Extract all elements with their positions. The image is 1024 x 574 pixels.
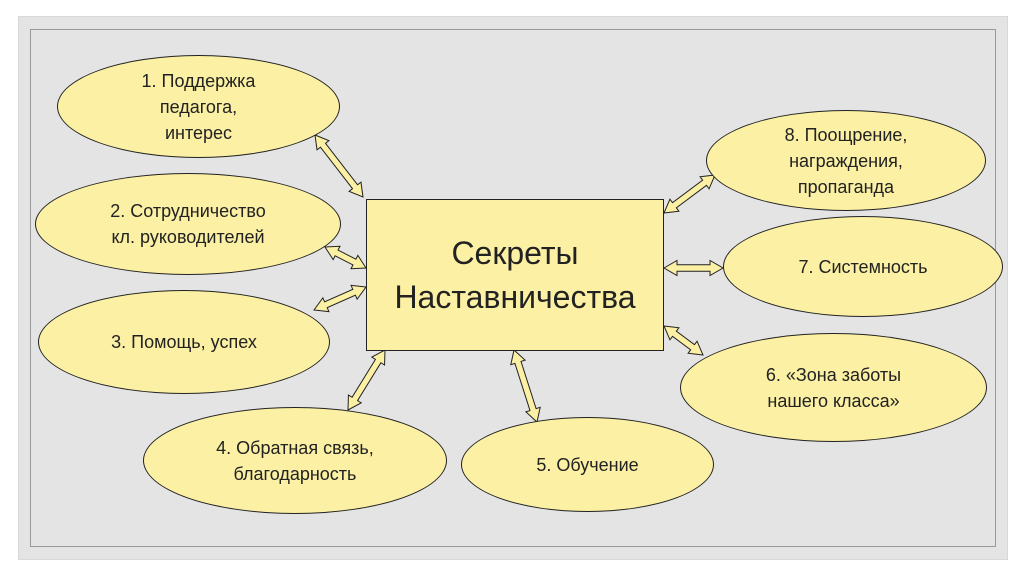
- node-1: 1. Поддержка педагога, интерес: [57, 55, 340, 158]
- node-4: 4. Обратная связь, благодарность: [143, 407, 447, 514]
- node-3: 3. Помощь, успех: [38, 290, 330, 394]
- node-6-label: 6. «Зона заботы нашего класса»: [765, 364, 902, 411]
- center-label: Секреты Наставничества: [394, 235, 636, 315]
- node-2: 2. Сотрудничество кл. руководителей: [35, 173, 341, 275]
- node-1-label: 1. Поддержка педагога, интерес: [141, 70, 256, 143]
- node-8: 8. Поощрение, награждения, пропаганда: [706, 110, 986, 211]
- slide-inner-border: [30, 29, 996, 547]
- node-7-label: 7. Системность: [798, 256, 928, 277]
- node-3-label: 3. Помощь, успех: [111, 332, 257, 352]
- node-5: 5. Обучение: [461, 417, 714, 512]
- node-8-label: 8. Поощрение, награждения, пропаганда: [784, 124, 908, 197]
- node-2-label: 2. Сотрудничество кл. руководителей: [110, 201, 266, 247]
- node-7: 7. Системность: [723, 216, 1003, 317]
- node-5-label: 5. Обучение: [536, 454, 639, 475]
- center-box: Секреты Наставничества: [366, 199, 664, 351]
- node-6: 6. «Зона заботы нашего класса»: [680, 333, 987, 442]
- node-4-label: 4. Обратная связь, благодарность: [216, 437, 374, 484]
